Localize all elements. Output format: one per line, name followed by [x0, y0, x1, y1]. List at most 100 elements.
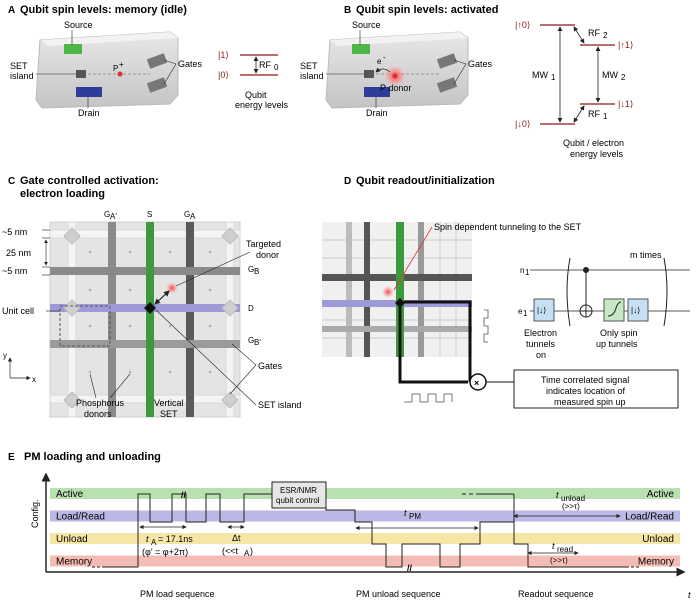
energy-levels-b: |↑0⟩ |↑1⟩ |↓1⟩ |↓0⟩ RF 2 RF 1 MW 1 MW 2 …	[515, 20, 633, 159]
delta-t-note-end: )	[250, 546, 253, 556]
level-down0-label: |↓0⟩	[515, 119, 530, 129]
level-down1-label: |↓1⟩	[618, 99, 633, 109]
rf0-label: RF	[259, 60, 271, 70]
m-times-label: m times	[630, 250, 662, 260]
dim-label-1: ~5 nm	[2, 227, 27, 237]
mw1-label: MW	[532, 70, 548, 80]
panel-e-title: PM loading and unloading	[24, 451, 161, 463]
time-signal-3: measured spin up	[554, 397, 626, 407]
panel-d: D Qubit readout/initialization Spin depe…	[322, 175, 690, 409]
config-label-right: Active	[647, 489, 675, 500]
tread-label: t	[552, 541, 555, 551]
axis-x-label: x	[32, 375, 36, 384]
panel-a-letter: A	[8, 5, 15, 16]
device-illustration-a	[35, 31, 179, 109]
vertical-set-label-1: Vertical	[154, 398, 184, 408]
e1-label: e	[518, 307, 523, 316]
mw2-label: MW	[602, 70, 618, 80]
electron-gate-box	[533, 298, 555, 322]
gate-ga	[186, 222, 194, 417]
t-axis-label: t	[688, 590, 691, 600]
mw1-sub: 1	[551, 73, 556, 82]
d-label: D	[248, 304, 254, 313]
energy-label-a-2: energy levels	[235, 100, 289, 110]
dimension-annotations	[42, 229, 50, 276]
p-donor-label-b: P donor	[380, 83, 411, 93]
level-one-label: |1⟩	[218, 50, 229, 60]
config-band-unload	[50, 533, 680, 544]
gb-label: G	[248, 265, 254, 274]
only-spin-1: Only spin	[600, 328, 638, 338]
gb-prime-label: G	[248, 336, 254, 345]
readout-wiring: ×	[398, 300, 514, 403]
break-mark-1: //	[181, 490, 187, 500]
electron-tunnels-1: Electron	[524, 328, 557, 338]
set-label-b-1: SET	[300, 61, 318, 71]
gate-gb-prime	[50, 340, 240, 348]
panel-c-title-1: Gate controlled activation:	[20, 175, 159, 187]
esr-nmr-box	[271, 481, 327, 509]
panel-a: A Qubit spin levels: memory (idle) Sourc…	[8, 4, 289, 118]
panel-c-title-2: electron loading	[20, 188, 105, 200]
sequence-label-1: PM load sequence	[140, 589, 215, 599]
energy-label-b-2: energy levels	[570, 149, 624, 159]
esr-box-2: qubit control	[276, 496, 320, 505]
rf2-sub: 2	[603, 31, 608, 40]
source-label-a: Source	[64, 20, 93, 30]
ket-down-right: |↓⟩	[631, 306, 640, 315]
pulse-train-horizontal	[404, 393, 453, 403]
energy-label-a-1: Qubit	[245, 90, 267, 100]
axis-y-label: y	[3, 351, 7, 360]
panel-c-letter: C	[8, 176, 15, 187]
electron-label: e	[377, 57, 382, 66]
targeted-donor-label-2: donor	[256, 250, 279, 260]
pulse-train-vertical	[483, 309, 489, 343]
s-line	[146, 222, 154, 417]
config-band-active	[50, 488, 680, 499]
s-label: S	[147, 210, 152, 219]
readout-grid-d	[322, 222, 472, 357]
svg-text:×: ×	[474, 378, 479, 388]
p-donor-dot	[117, 71, 123, 77]
tunload-note: (>>τ)	[562, 502, 580, 511]
delta-t-note: (<<t	[222, 546, 239, 556]
p-label-a: P	[113, 64, 118, 73]
gates-label-c: Gates	[258, 361, 283, 371]
time-signal-box	[513, 369, 679, 409]
gates-label-b: Gates	[468, 59, 493, 69]
break-mark-2: //	[407, 563, 413, 573]
time-signal-2: indicates location of	[546, 386, 626, 396]
ta-value: = 17.1ns	[158, 534, 193, 544]
gate-gb	[50, 267, 240, 275]
config-label-right: Unload	[642, 534, 674, 545]
drain-label-b: Drain	[366, 108, 388, 118]
gates-label-a: Gates	[178, 59, 203, 69]
delta-t-label: Δt	[232, 533, 241, 543]
source-label-b: Source	[352, 20, 381, 30]
set-label-a-1: SET	[10, 61, 28, 71]
config-band-loadread	[50, 510, 680, 522]
electron-tunnels-3: on	[536, 350, 546, 360]
ket-down-left: |↓⟩	[537, 306, 546, 315]
gb-sub: B	[254, 267, 259, 276]
config-label-left: Memory	[56, 557, 92, 568]
config-label-left: Load/Read	[56, 512, 105, 523]
ta-label: t	[146, 534, 149, 544]
rf0-sub: 0	[274, 63, 279, 72]
tpm-sub: PM	[409, 512, 421, 521]
drain-label-a: Drain	[78, 108, 100, 118]
energy-label-b-1: Qubit / electron	[563, 138, 624, 148]
config-label-right: Load/Read	[625, 512, 674, 523]
phi-label: (φ' = φ+2π)	[142, 547, 188, 557]
dim-label-2: 25 nm	[6, 248, 31, 258]
mw2-sub: 2	[621, 73, 626, 82]
rf1-label: RF	[588, 109, 600, 119]
targeted-donor-label-1: Targeted	[246, 239, 281, 249]
source-electrode	[64, 44, 82, 54]
n1-sub: 1	[525, 268, 530, 277]
set-label-a-2: island	[10, 71, 34, 81]
set-island-block	[76, 70, 86, 78]
sequence-label-2: PM unload sequence	[356, 589, 441, 599]
